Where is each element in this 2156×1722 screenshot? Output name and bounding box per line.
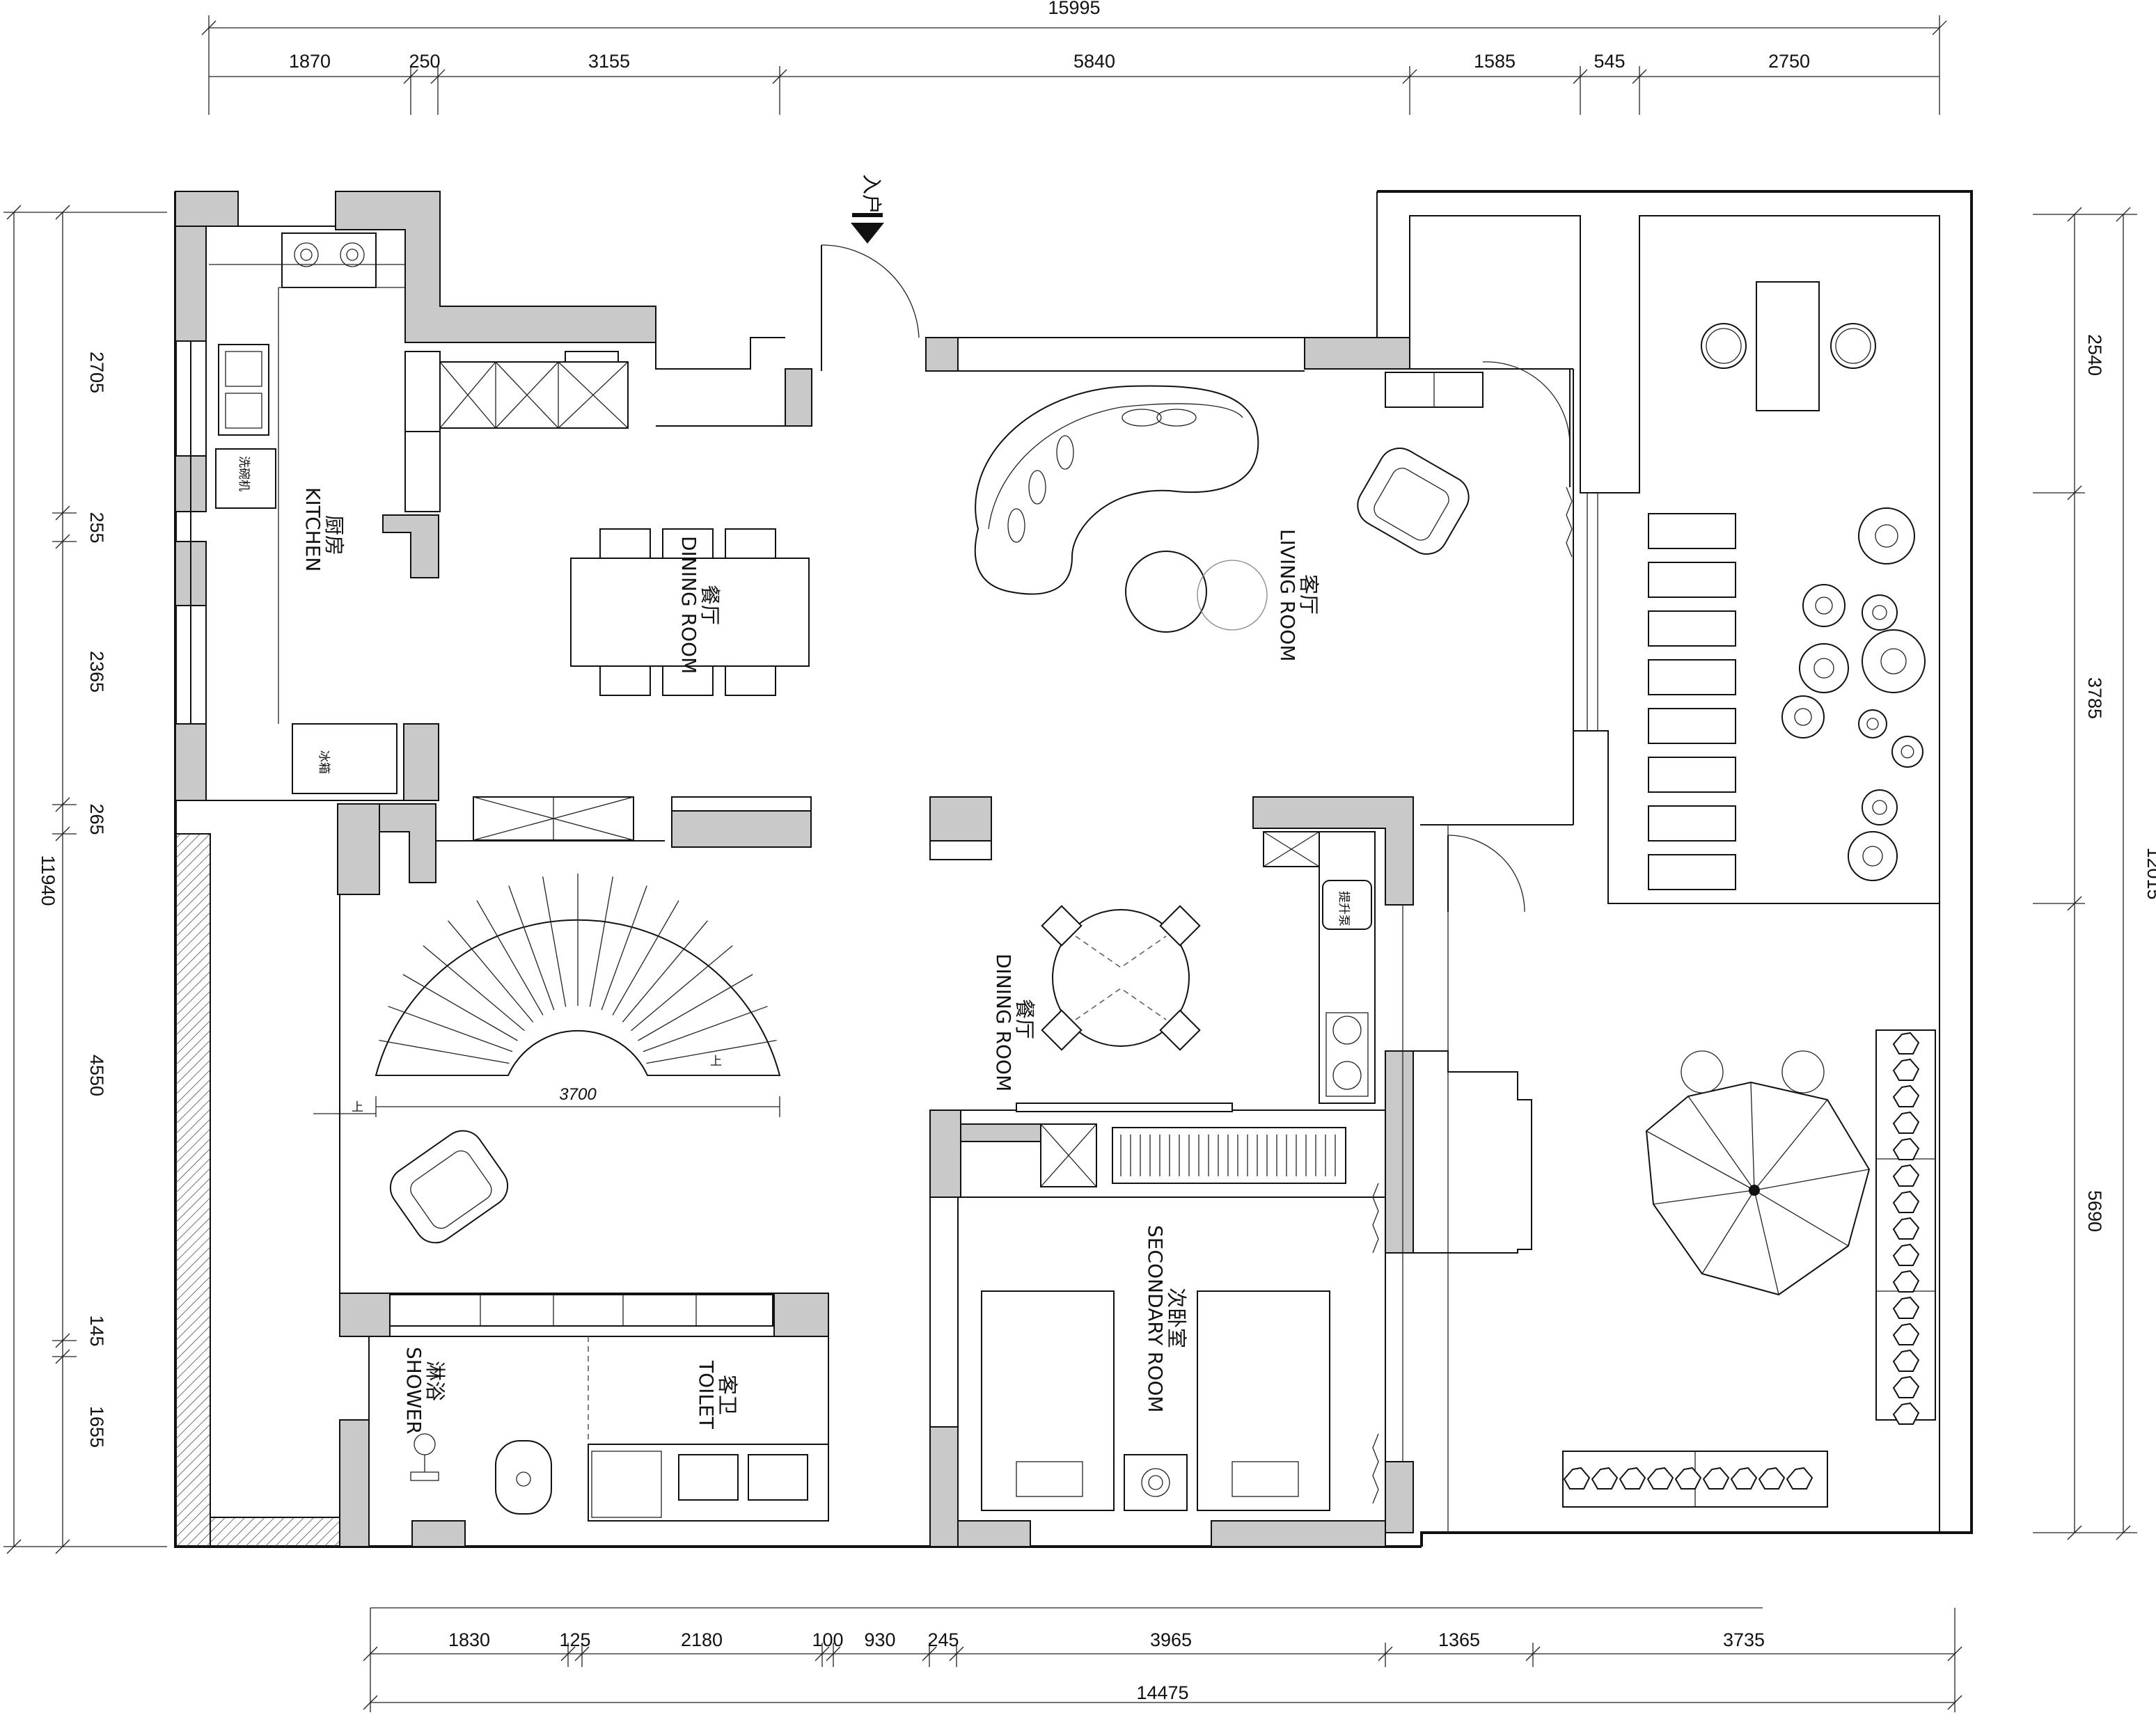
dim-right-2: 3785 xyxy=(2084,677,2105,719)
terrace xyxy=(1562,281,1936,1508)
dim-top-total: 15995 xyxy=(1048,0,1100,18)
bed-2 xyxy=(1197,1290,1330,1511)
dim-left-2: 255 xyxy=(86,512,107,543)
terrace-table xyxy=(1756,281,1820,411)
dim-bottom-total: 14475 xyxy=(1136,1682,1188,1703)
bed-1 xyxy=(981,1290,1115,1511)
dim-top-6: 545 xyxy=(1594,51,1625,72)
coffee-table-2 xyxy=(1197,560,1268,631)
dim-right-3: 5690 xyxy=(2084,1190,2105,1232)
living-label-en: LIVING ROOM xyxy=(1276,529,1299,662)
pump-label: 提升泵 xyxy=(1337,891,1351,926)
dimension-left: 2705 255 2365 265 4550 145 1655 11940 xyxy=(3,205,167,1554)
interior-walls xyxy=(190,191,1940,1547)
shower-head-icon xyxy=(414,1433,436,1455)
dim-right-1: 2540 xyxy=(2084,334,2105,376)
secondary-label-en: SECONDARY ROOM xyxy=(1144,1225,1167,1413)
dining-room-2: 餐厅 DINING ROOM xyxy=(992,905,1201,1091)
balcony-hatch-strip xyxy=(175,833,340,1547)
lift-pump xyxy=(1322,880,1372,930)
washbasin-1 xyxy=(678,1454,739,1501)
coffee-table-1 xyxy=(1125,551,1207,633)
up-marker-label-2: 上 xyxy=(352,1100,363,1114)
walls xyxy=(175,191,1414,1547)
dim-bottom-8: 1365 xyxy=(1438,1629,1480,1650)
fridge-label: 冰箱 xyxy=(317,750,331,774)
armchair-lounge xyxy=(389,1130,509,1244)
dim-bottom-6: 245 xyxy=(927,1629,959,1650)
dim-top-4: 5840 xyxy=(1073,51,1115,72)
dimension-top: 15995 1870 250 3155 5840 1585 545 2750 xyxy=(201,0,1947,115)
toilet-bowl xyxy=(495,1440,552,1515)
toilet-label-cn: 客卫 xyxy=(716,1375,739,1415)
entrance-arrow-icon xyxy=(851,223,884,244)
dishwasher xyxy=(215,448,276,509)
island-counter: 提升泵 xyxy=(1263,831,1376,1104)
dim-bottom-7: 3965 xyxy=(1150,1629,1192,1650)
dim-left-1: 2705 xyxy=(86,351,107,393)
dishwasher-label: 洗碗机 xyxy=(237,456,251,491)
dining2-label-cn: 餐厅 xyxy=(1013,999,1037,1039)
dining2-label-en: DINING ROOM xyxy=(992,954,1015,1091)
terrace-door xyxy=(1447,835,1525,913)
dim-bottom-4: 100 xyxy=(812,1629,843,1650)
dining-room-1: 餐厅 DINING ROOM xyxy=(570,528,810,696)
dim-top-7: 2750 xyxy=(1768,51,1810,72)
dim-top-2: 250 xyxy=(409,51,440,72)
dim-bottom-2: 125 xyxy=(559,1629,590,1650)
dim-right-total: 12015 xyxy=(2143,847,2156,899)
dim-left-5: 4550 xyxy=(86,1054,107,1096)
entrance-label: 入户 xyxy=(860,174,883,214)
stair-width-label: 3700 xyxy=(559,1085,597,1104)
shower-label-cn: 淋浴 xyxy=(423,1361,447,1401)
secondary-label-cn: 次卧室 xyxy=(1165,1288,1188,1348)
dim-left-7: 1655 xyxy=(86,1406,107,1448)
kitchen-label-cn: 厨房 xyxy=(322,515,346,555)
dim-top-1: 1870 xyxy=(289,51,331,72)
living-label-cn: 客厅 xyxy=(1297,574,1321,615)
dining1-label-en: DINING ROOM xyxy=(677,536,700,674)
dim-top-5: 1585 xyxy=(1474,51,1516,72)
dining-table-1 xyxy=(570,558,810,667)
toilet-label-en: TOILET xyxy=(695,1360,718,1430)
dim-bottom-1: 1830 xyxy=(448,1629,490,1650)
washbasin-2 xyxy=(748,1454,808,1501)
armchair-living xyxy=(1357,448,1470,555)
middle-cabinets xyxy=(473,796,992,860)
fridge xyxy=(292,723,398,794)
dim-top-3: 3155 xyxy=(588,51,630,72)
living-room: 客厅 LIVING ROOM xyxy=(974,361,1573,662)
dim-bottom-5: 930 xyxy=(864,1629,895,1650)
dimension-right: 2540 3785 5690 12015 xyxy=(2033,207,2156,1540)
curved-sofa xyxy=(974,385,1259,595)
dim-left-6: 145 xyxy=(86,1315,107,1346)
cooktop xyxy=(281,232,377,288)
shower-label-en: SHOWER xyxy=(402,1347,425,1435)
dim-left-total: 11940 xyxy=(38,855,58,906)
spiral-staircase: 3700 上 上 xyxy=(313,874,781,1117)
kitchen-label-en: KITCHEN xyxy=(301,487,324,571)
dim-left-3: 2365 xyxy=(86,651,107,693)
dim-left-4: 265 xyxy=(86,803,107,835)
up-marker-label: 上 xyxy=(710,1054,722,1068)
dim-bottom-9: 3735 xyxy=(1723,1629,1765,1650)
entrance-marker: 入户 xyxy=(821,174,920,371)
dim-bottom-3: 2180 xyxy=(681,1629,723,1650)
dimension-bottom: 1830 125 2180 100 930 245 3965 1365 3735… xyxy=(363,1607,1962,1712)
bathroom: 客卫 TOILET 淋浴 SHOWER xyxy=(389,1294,829,1522)
kitchen: 洗碗机 冰箱 厨房 KITCHEN xyxy=(209,232,629,794)
dining1-label-cn: 餐厅 xyxy=(698,585,722,625)
kitchen-sink xyxy=(218,344,269,436)
secondary-room: 次卧室 SECONDARY ROOM xyxy=(981,1103,1379,1511)
